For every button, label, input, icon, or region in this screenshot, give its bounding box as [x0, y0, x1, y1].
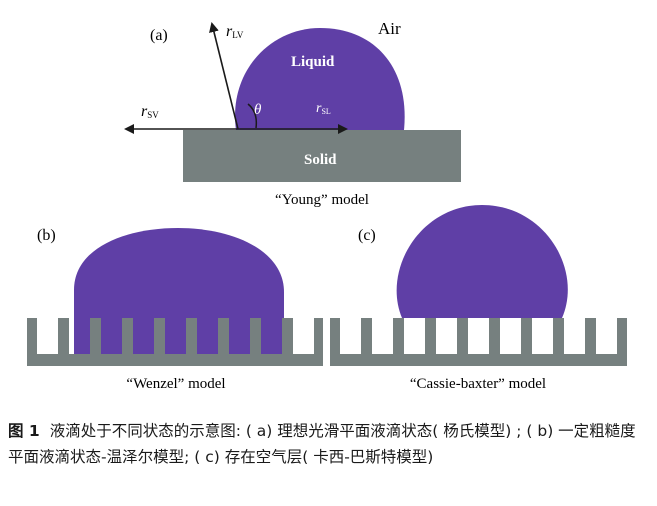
- wenzel-model-label: “Wenzel” model: [126, 376, 225, 392]
- young-model-label: “Young” model: [275, 192, 369, 208]
- r-sv-label: rSV: [141, 103, 159, 120]
- solid-substrate: [183, 130, 461, 182]
- panel-b-wenzel: (b) “Wenzel” model: [27, 227, 323, 392]
- figure-number: 图 1: [8, 422, 40, 440]
- panel-c-tag: (c): [358, 227, 376, 244]
- wenzel-substrate: [27, 318, 323, 366]
- liquid-label: Liquid: [291, 54, 335, 70]
- r-lv-arrow: [209, 22, 239, 130]
- theta-label: θ: [254, 102, 262, 118]
- air-label: Air: [378, 19, 401, 38]
- panel-a-young: (a) Air Solid Liquid θ rLV rSV rSL “Youn…: [124, 19, 461, 208]
- r-sl-label: rSL: [316, 101, 331, 116]
- panel-a-tag: (a): [150, 27, 168, 44]
- contact-angle-arc: [247, 103, 258, 129]
- cassie-model-label: “Cassie-baxter” model: [410, 376, 546, 392]
- cassie-droplet: [396, 205, 568, 318]
- liquid-droplet: [235, 28, 405, 130]
- caption-text: 液滴处于不同状态的示意图: ( a) 理想光滑平面液滴状态( 杨氏模型) ; (…: [8, 422, 636, 466]
- panel-b-tag: (b): [37, 227, 56, 244]
- r-lv-label: rLV: [226, 23, 244, 40]
- cassie-substrate: [330, 318, 627, 366]
- solid-label: Solid: [304, 152, 337, 168]
- wetting-models-diagram: (a) Air Solid Liquid θ rLV rSV rSL “Youn…: [27, 19, 627, 392]
- panel-c-cassie: (c) “Cassie-baxter” model: [330, 205, 627, 392]
